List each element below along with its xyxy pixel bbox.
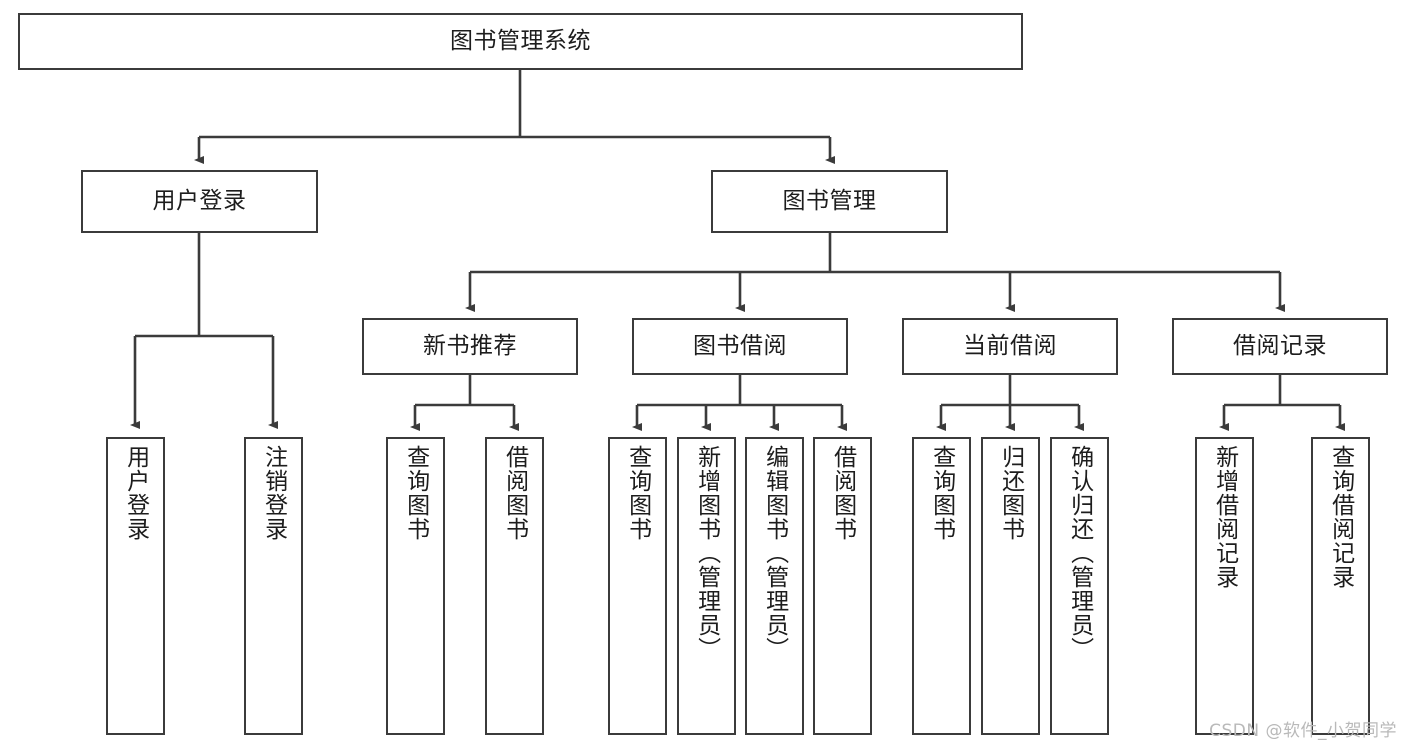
node-label: 查询借阅记录 (1327, 445, 1354, 589)
node-book-management[interactable]: 图书管理 (711, 170, 948, 233)
leaf-current-confirm-return-admin[interactable]: 确认归还（管理员） (1050, 437, 1109, 735)
leaf-borrow-edit-book-admin[interactable]: 编辑图书（管理员） (745, 437, 804, 735)
node-book-borrowing[interactable]: 图书借阅 (632, 318, 848, 375)
leaf-borrow-query-book[interactable]: 查询图书 (608, 437, 667, 735)
leaf-current-return-book[interactable]: 归还图书 (981, 437, 1040, 735)
node-label: 新书推荐 (423, 332, 517, 359)
leaf-borrow-borrow-book[interactable]: 借阅图书 (813, 437, 872, 735)
leaf-recommend-query-book[interactable]: 查询图书 (386, 437, 445, 735)
node-label: 查询图书 (624, 445, 651, 541)
node-label: 查询图书 (928, 445, 955, 541)
node-borrowing-records[interactable]: 借阅记录 (1172, 318, 1388, 375)
node-label: 注销登录 (260, 445, 287, 541)
node-current-borrowing[interactable]: 当前借阅 (902, 318, 1118, 375)
node-label: 图书借阅 (693, 332, 787, 359)
node-label: 当前借阅 (963, 332, 1057, 359)
node-new-book-recommendation[interactable]: 新书推荐 (362, 318, 578, 375)
leaf-current-query-book[interactable]: 查询图书 (912, 437, 971, 735)
leaf-user-login-login[interactable]: 用户登录 (106, 437, 165, 735)
leaf-records-query-record[interactable]: 查询借阅记录 (1311, 437, 1370, 735)
node-label: 新增图书（管理员） (693, 445, 720, 661)
node-label: 归还图书 (997, 445, 1024, 541)
node-label: 确认归还（管理员） (1066, 445, 1093, 661)
watermark: CSDN @软件_小贺同学 (1209, 721, 1397, 741)
node-label: 用户登录 (122, 445, 149, 541)
node-label: 图书管理 (782, 187, 877, 214)
node-label: 借阅图书 (829, 445, 856, 541)
node-label: 用户登录 (152, 187, 247, 214)
node-label: 借阅记录 (1233, 332, 1327, 359)
node-root-book-management-system[interactable]: 图书管理系统 (18, 13, 1023, 70)
leaf-borrow-add-book-admin[interactable]: 新增图书（管理员） (677, 437, 736, 735)
node-label: 新增借阅记录 (1211, 445, 1238, 589)
leaf-recommend-borrow-book[interactable]: 借阅图书 (485, 437, 544, 735)
leaf-user-login-logout[interactable]: 注销登录 (244, 437, 303, 735)
node-label: 借阅图书 (501, 445, 528, 541)
node-user-login[interactable]: 用户登录 (81, 170, 318, 233)
node-label: 编辑图书（管理员） (761, 445, 788, 661)
node-label: 查询图书 (402, 445, 429, 541)
leaf-records-add-record[interactable]: 新增借阅记录 (1195, 437, 1254, 735)
node-label: 图书管理系统 (450, 27, 591, 54)
